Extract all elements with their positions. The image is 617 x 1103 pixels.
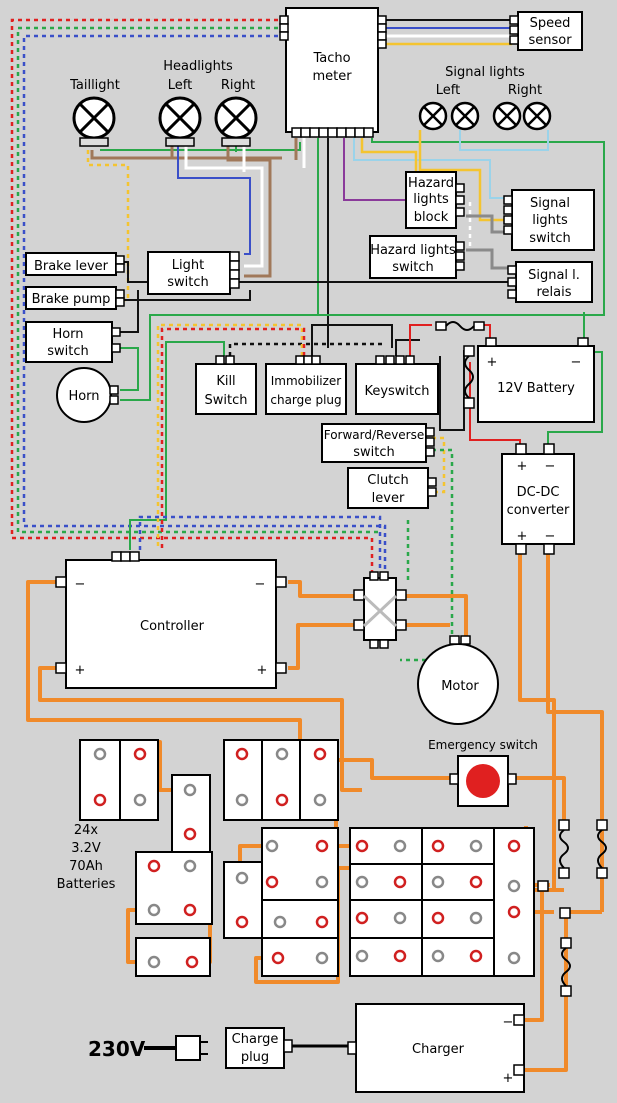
kill-switch: Kill Switch: [195, 355, 257, 415]
clutch-lever: Clutch lever: [347, 467, 437, 509]
keyswitch: Keyswitch: [355, 355, 439, 415]
mains-label: 230V: [88, 1037, 146, 1061]
hazard-block-label-1: Hazard: [408, 176, 454, 191]
kill-switch-label-1: Kill: [216, 374, 235, 389]
forward-reverse-label-1: Forward/Reverse: [324, 428, 425, 442]
tachometer-label-1: Tacho: [312, 51, 350, 66]
charging-circuit: 230V Charge plug − Charger +: [88, 1003, 525, 1093]
taillight-label: Taillight: [69, 78, 120, 93]
charger-plus: +: [503, 1071, 514, 1086]
brake-pump-label: Brake pump: [32, 292, 111, 307]
signal-switch-label-1: Signal: [530, 196, 570, 211]
charger-label: Charger: [412, 1042, 465, 1057]
charger-minus: −: [503, 1015, 514, 1030]
dcdc-label-1: DC-DC: [517, 485, 560, 500]
signal-wiring: [10, 18, 605, 662]
brake-pump: Brake pump: [25, 286, 125, 310]
immobilizer-label-2: charge plug: [270, 393, 341, 407]
emergency-switch-label: Emergency switch: [428, 738, 538, 752]
controller-plus-right: +: [257, 663, 268, 678]
headlights-label: Headlights: [163, 59, 233, 74]
taillight: Taillight: [69, 78, 120, 147]
horn-switch: Horn switch: [25, 321, 121, 363]
reverse-contactor: [353, 571, 407, 649]
brake-lever-label: Brake lever: [34, 259, 109, 274]
speed-sensor-label-1: Speed: [530, 16, 571, 31]
immobilizer-label-1: Immobilizer: [271, 374, 342, 388]
signal-right-label: Right: [508, 83, 542, 98]
motor-label: Motor: [441, 679, 479, 694]
batteries-label-2: 3.2V: [71, 841, 101, 856]
hazard-block-label-2: lights: [413, 192, 449, 207]
controller-label: Controller: [140, 619, 205, 634]
light-switch-label-1: Light: [172, 258, 204, 273]
hazard-switch-label-1: Hazard lights: [370, 243, 456, 258]
speed-sensor: Speed sensor: [509, 11, 583, 51]
keyswitch-label: Keyswitch: [364, 384, 429, 399]
hazard-block-label-3: block: [414, 210, 449, 225]
forward-reverse-switch: Forward/Reverse switch: [321, 423, 435, 463]
horn-switch-label-2: switch: [47, 344, 89, 359]
horn: Horn: [56, 367, 119, 423]
hazard-lights-block: Hazard lights block: [405, 171, 465, 229]
dcdc-plus-top: +: [517, 459, 528, 474]
forward-reverse-label-2: switch: [353, 445, 395, 460]
kill-switch-label-2: Switch: [205, 393, 248, 408]
signal-relais: Signal l. relais: [507, 261, 593, 303]
clutch-label-2: lever: [372, 491, 405, 506]
battery-12v-label: 12V Battery: [497, 381, 575, 396]
battery-pack: 24x 3.2V 70Ah Batteries: [57, 739, 535, 977]
speed-sensor-label-2: sensor: [528, 33, 572, 48]
signal-switch-label-3: switch: [529, 231, 571, 246]
emergency-switch: Emergency switch: [428, 738, 538, 807]
tachometer: Tacho meter: [279, 7, 387, 138]
dcdc-plus-bottom: +: [517, 529, 528, 544]
emergency-button-icon: [466, 764, 500, 798]
charge-plug-label-2: plug: [241, 1050, 269, 1065]
light-switch: Light switch: [147, 251, 240, 295]
immobilizer-charge-plug: Immobilizer charge plug: [265, 355, 347, 415]
charge-plug-label-1: Charge: [232, 1032, 279, 1047]
headlight-left-label: Left: [168, 78, 192, 93]
signal-lights-label: Signal lights: [445, 65, 525, 80]
fuses: [435, 321, 608, 997]
dcdc-minus-bottom: −: [545, 529, 556, 544]
signal-relais-label-1: Signal l.: [528, 268, 580, 283]
hazard-switch-label-2: switch: [392, 260, 434, 275]
signal-lights: Signal lights Left Right: [418, 65, 552, 131]
controller: − − Controller + +: [55, 551, 287, 689]
signal-lights-switch: Signal lights switch: [503, 189, 595, 251]
headlight-right-label: Right: [221, 78, 255, 93]
batteries-label-1: 24x: [74, 823, 99, 838]
battery-12v: + − 12V Battery: [477, 337, 595, 423]
controller-plus-left: +: [75, 663, 86, 678]
battery-minus: −: [571, 355, 582, 370]
batteries-label-3: 70Ah: [69, 859, 103, 874]
controller-minus-right: −: [255, 577, 266, 592]
signal-left-label: Left: [436, 83, 460, 98]
clutch-label-1: Clutch: [367, 473, 408, 488]
motor: Motor: [417, 635, 499, 725]
tachometer-label-2: meter: [312, 69, 352, 84]
signal-relais-label-2: relais: [536, 285, 571, 300]
brake-lever: Brake lever: [25, 252, 125, 276]
light-switch-label-2: switch: [167, 275, 209, 290]
controller-minus-left: −: [75, 577, 86, 592]
plug-icon: [175, 1035, 201, 1061]
dcdc-minus-top: −: [545, 459, 556, 474]
horn-switch-label-1: Horn: [52, 327, 83, 342]
dcdc-converter: + − DC-DC converter + −: [501, 443, 575, 555]
horn-label: Horn: [68, 389, 99, 404]
batteries-label-4: Batteries: [57, 877, 116, 892]
dcdc-label-2: converter: [507, 503, 570, 518]
battery-plus: +: [487, 355, 498, 370]
signal-switch-label-2: lights: [532, 213, 568, 228]
headlights: Headlights Left Right: [158, 59, 258, 147]
hazard-lights-switch: Hazard lights switch: [369, 235, 465, 279]
